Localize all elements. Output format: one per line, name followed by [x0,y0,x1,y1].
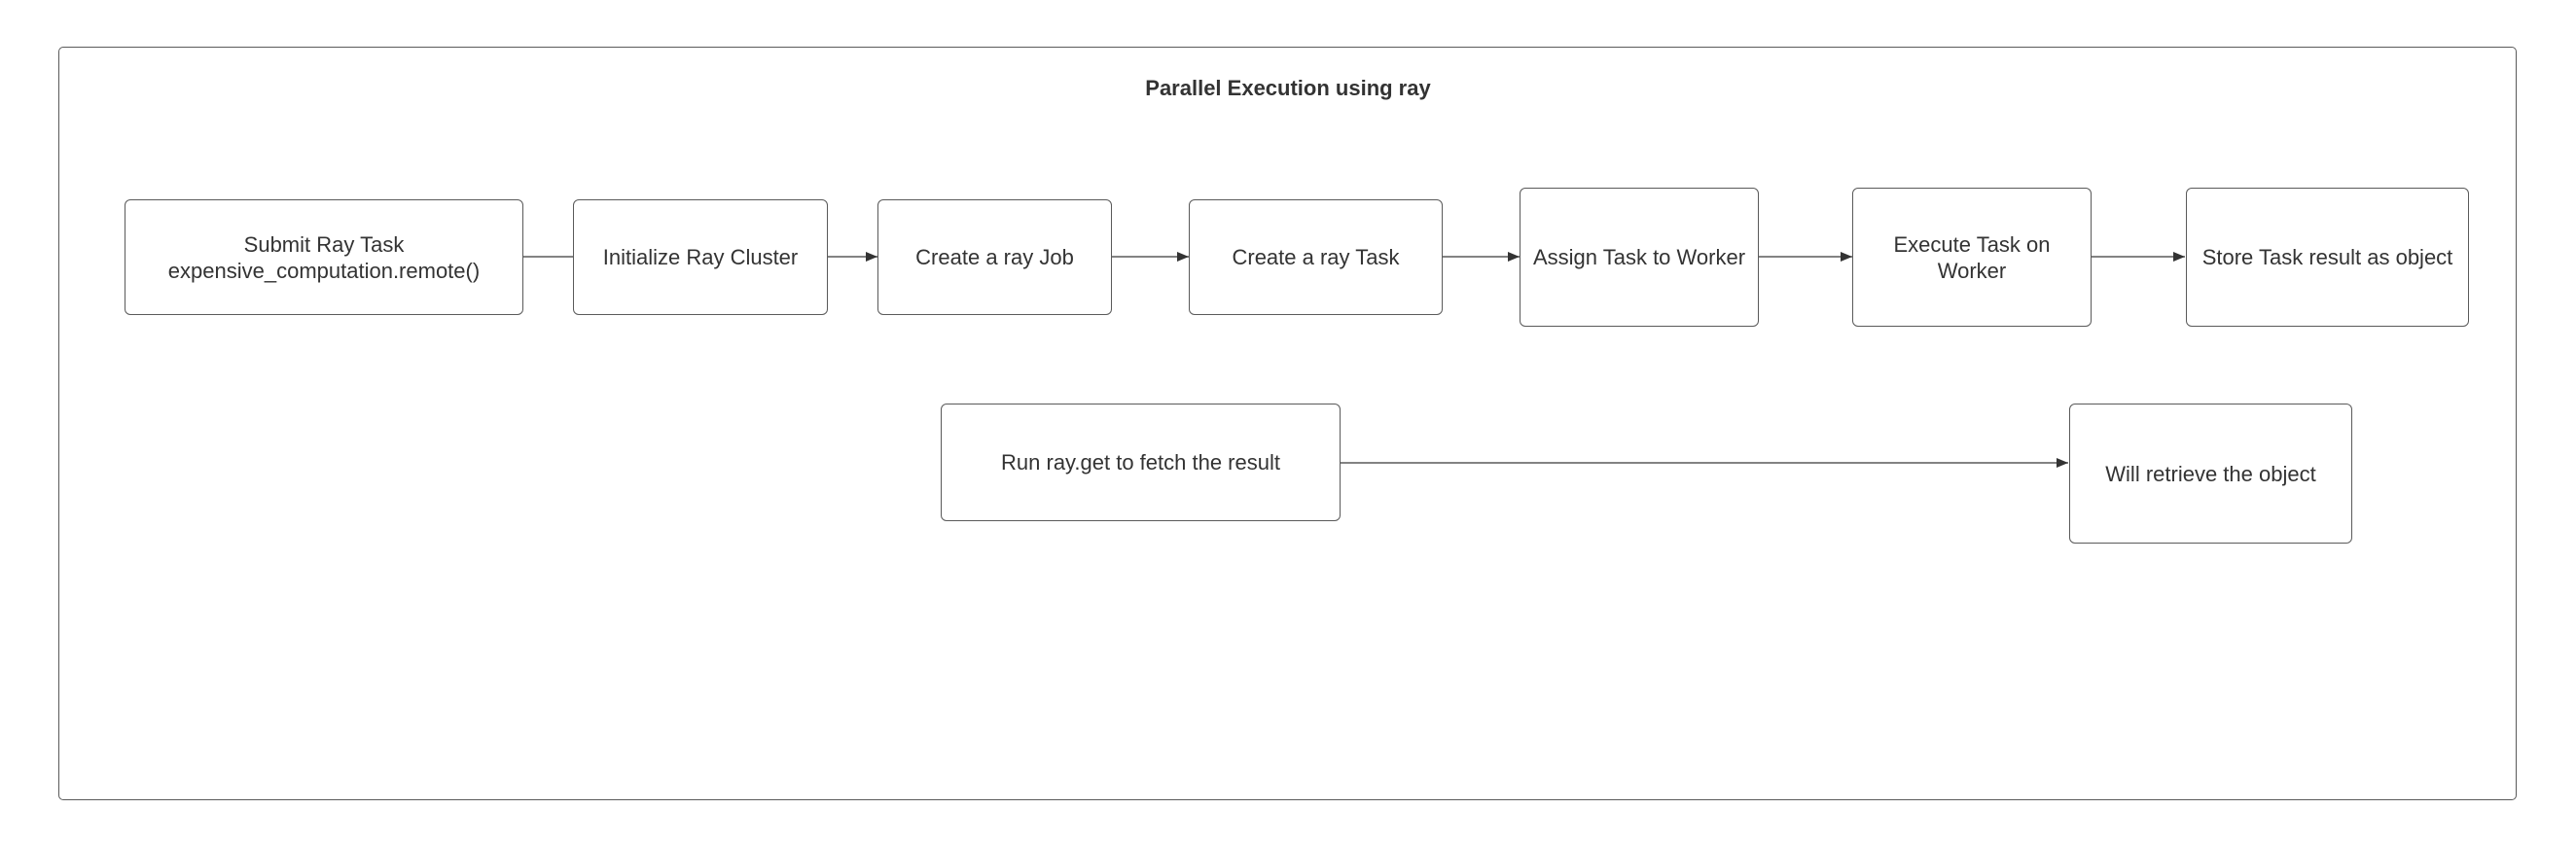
node-initialize-ray-cluster: Initialize Ray Cluster [573,199,828,315]
node-execute-task-on-worker: Execute Task on Worker [1852,188,2092,327]
node-store-task-result: Store Task result as object [2186,188,2469,327]
node-run-ray-get: Run ray.get to fetch the result [941,404,1341,521]
node-task-label: Create a ray Task [1232,245,1400,269]
node-store-label: Store Task result as object [2201,245,2453,269]
node-job-label: Create a ray Job [915,245,1074,269]
node-run-label: Run ray.get to fetch the result [1001,450,1280,475]
node-assign-label: Assign Task to Worker [1532,245,1746,269]
node-create-ray-job: Create a ray Job [877,199,1112,315]
node-execute-line1: Execute Task on [1893,231,2051,257]
diagram-frame [58,47,2517,800]
node-retrieve-label: Will retrieve the object [2105,461,2316,486]
node-submit-line2: expensive_computation.remote() [167,258,481,283]
node-submit-ray-task: Submit Ray Task expensive_computation.re… [125,199,523,315]
node-create-ray-task: Create a ray Task [1189,199,1443,315]
node-will-retrieve-object: Will retrieve the object [2069,404,2352,544]
node-execute-line2: Worker [1937,258,2007,283]
node-submit-line1: Submit Ray Task [243,231,405,257]
node-assign-task-to-worker: Assign Task to Worker [1520,188,1759,327]
node-init-label: Initialize Ray Cluster [602,245,799,269]
diagram-title: Parallel Execution using ray [1145,76,1431,100]
